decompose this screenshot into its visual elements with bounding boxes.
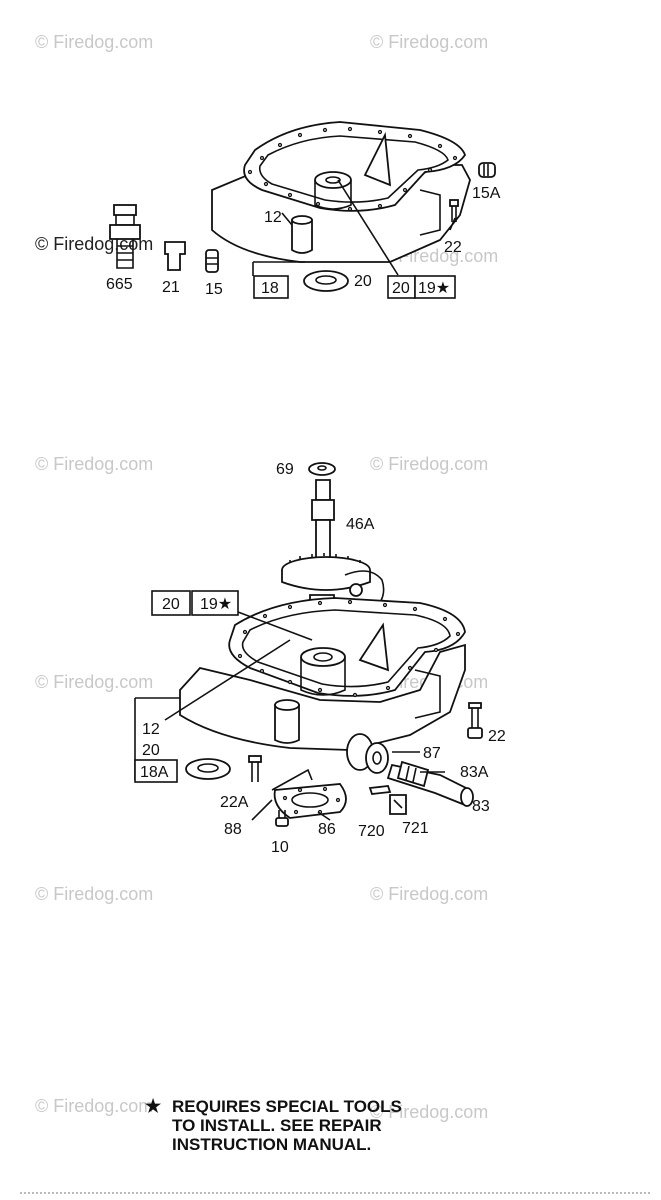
boxed-label-18a	[134, 759, 178, 783]
gasket-dots	[247, 126, 458, 212]
clip-721	[389, 794, 407, 815]
bolt-22-top	[449, 199, 459, 222]
watermark-text: © Firedog.com	[370, 32, 488, 52]
watermark-text: © Firedog.com	[35, 672, 153, 692]
note-line-1: REQUIRES SPECIAL TOOLS	[172, 1097, 402, 1116]
top-sump-diagram: 15A 12 22 665 21 15 20 18 20 19★	[106, 121, 501, 299]
bolt-10	[275, 810, 289, 827]
watermark-text: © Firedog.com	[370, 884, 488, 904]
watermark-text: © Firedog.com	[35, 32, 153, 52]
callout-20: 20	[142, 742, 160, 759]
callout-12: 12	[264, 209, 282, 226]
special-tools-note: ★ REQUIRES SPECIAL TOOLS TO INSTALL. SEE…	[145, 1096, 565, 1155]
callout-665: 665	[106, 276, 133, 293]
seal-20-lower	[185, 758, 231, 780]
callout-10: 10	[271, 839, 289, 856]
sump-base-lower	[179, 643, 466, 751]
callout-22: 22	[444, 239, 462, 256]
leader-line	[251, 799, 273, 821]
boxed-label-19-lower-text: 19★	[200, 596, 232, 613]
star-icon: ★	[145, 1096, 162, 1116]
boxed-label-20-lower-text: 20	[162, 596, 180, 613]
note-line-3: INSTRUCTION MANUAL.	[172, 1135, 372, 1154]
sump-gasket	[243, 121, 466, 212]
callout-20: 20	[354, 273, 372, 290]
boxed-label-20-lower	[151, 590, 191, 616]
boxed-label-19	[414, 275, 456, 299]
callout-88: 88	[224, 821, 242, 838]
callout-720: 720	[358, 823, 385, 840]
seal-20-top	[303, 270, 349, 292]
leader-line	[164, 639, 291, 721]
center-boss-lower	[300, 647, 346, 667]
callout-46a: 46A	[346, 516, 375, 533]
page-edge-strip	[20, 1192, 650, 1198]
fitting-21	[164, 241, 186, 271]
callout-721: 721	[402, 820, 429, 837]
sump-baffle-lower	[358, 622, 390, 672]
leader-line	[237, 611, 313, 641]
watermark-text: © Firedog.com	[370, 454, 488, 474]
callout-69: 69	[276, 461, 294, 478]
note-line-2: TO INSTALL. SEE REPAIR	[172, 1116, 382, 1135]
callout-22a: 22A	[220, 794, 249, 811]
callout-15: 15	[205, 281, 223, 298]
callout-21: 21	[162, 279, 180, 296]
watermark-text: © Firedog.com	[35, 454, 153, 474]
callout-12: 12	[142, 721, 160, 738]
callout-87: 87	[423, 745, 441, 762]
key-720	[368, 785, 392, 795]
boxed-label-20-text: 20	[392, 280, 410, 297]
plug-15	[205, 249, 219, 273]
shaft-83	[386, 760, 474, 807]
bolt-22-lower	[467, 702, 483, 739]
leader-line	[449, 217, 456, 231]
callout-15a: 15A	[472, 185, 501, 202]
leader-line	[271, 768, 313, 791]
watermark-text: © Firedog.com	[35, 884, 153, 904]
leader-line	[281, 212, 293, 226]
center-boss	[314, 171, 352, 189]
callout-83: 83	[472, 798, 490, 815]
boxed-label-19-lower	[191, 590, 239, 616]
watermark-text: © Firedog.com	[35, 1096, 153, 1116]
seal-87	[346, 733, 389, 774]
callout-86: 86	[318, 821, 336, 838]
boxed-label-18	[253, 275, 289, 299]
bracket-line	[252, 261, 305, 276]
bolt-22a	[248, 755, 262, 782]
leader-line	[337, 179, 399, 276]
washer-69	[308, 462, 336, 476]
fitting-665	[109, 204, 141, 269]
watermark-text: © Firedog.com	[370, 1102, 488, 1122]
callout-83a: 83A	[460, 764, 489, 781]
bottom-sump-diagram: 69 46A 12 20 22 87 83A 83 22A 88 86 720 …	[134, 461, 506, 856]
boxed-label-19-text: 19★	[418, 280, 450, 297]
leader-line	[317, 811, 331, 821]
gasket-dots-lower	[237, 599, 461, 698]
boxed-label-18-text: 18	[261, 280, 279, 297]
plug-15a	[478, 162, 496, 178]
callout-22: 22	[488, 728, 506, 745]
boxed-label-18a-text: 18A	[140, 764, 169, 781]
sump-baffle	[363, 131, 392, 187]
